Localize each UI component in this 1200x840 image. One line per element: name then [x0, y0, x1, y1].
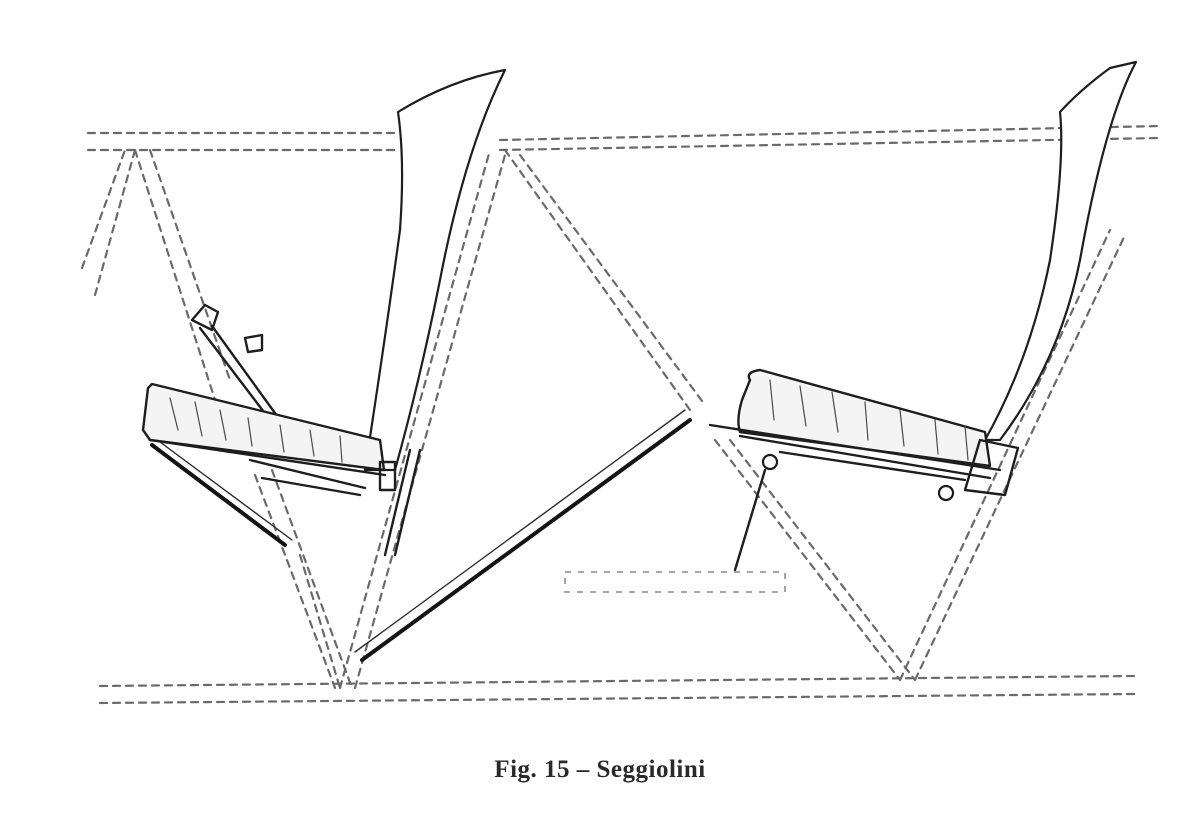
- truss-structure: [80, 148, 1127, 690]
- left-seat-cushion: [141, 382, 386, 472]
- top-frame-rail: [86, 124, 1162, 152]
- bottom-frame-rail: [98, 674, 1137, 705]
- seat-diagram: [80, 60, 1162, 705]
- right-seat-backrest: [983, 60, 1138, 442]
- figure-caption: Fig. 15 – Seggiolini: [494, 756, 706, 783]
- left-seat: [141, 68, 692, 662]
- right-seat-cushion: [737, 368, 992, 468]
- left-seat-backrest: [363, 68, 507, 472]
- right-seat: [708, 60, 1138, 572]
